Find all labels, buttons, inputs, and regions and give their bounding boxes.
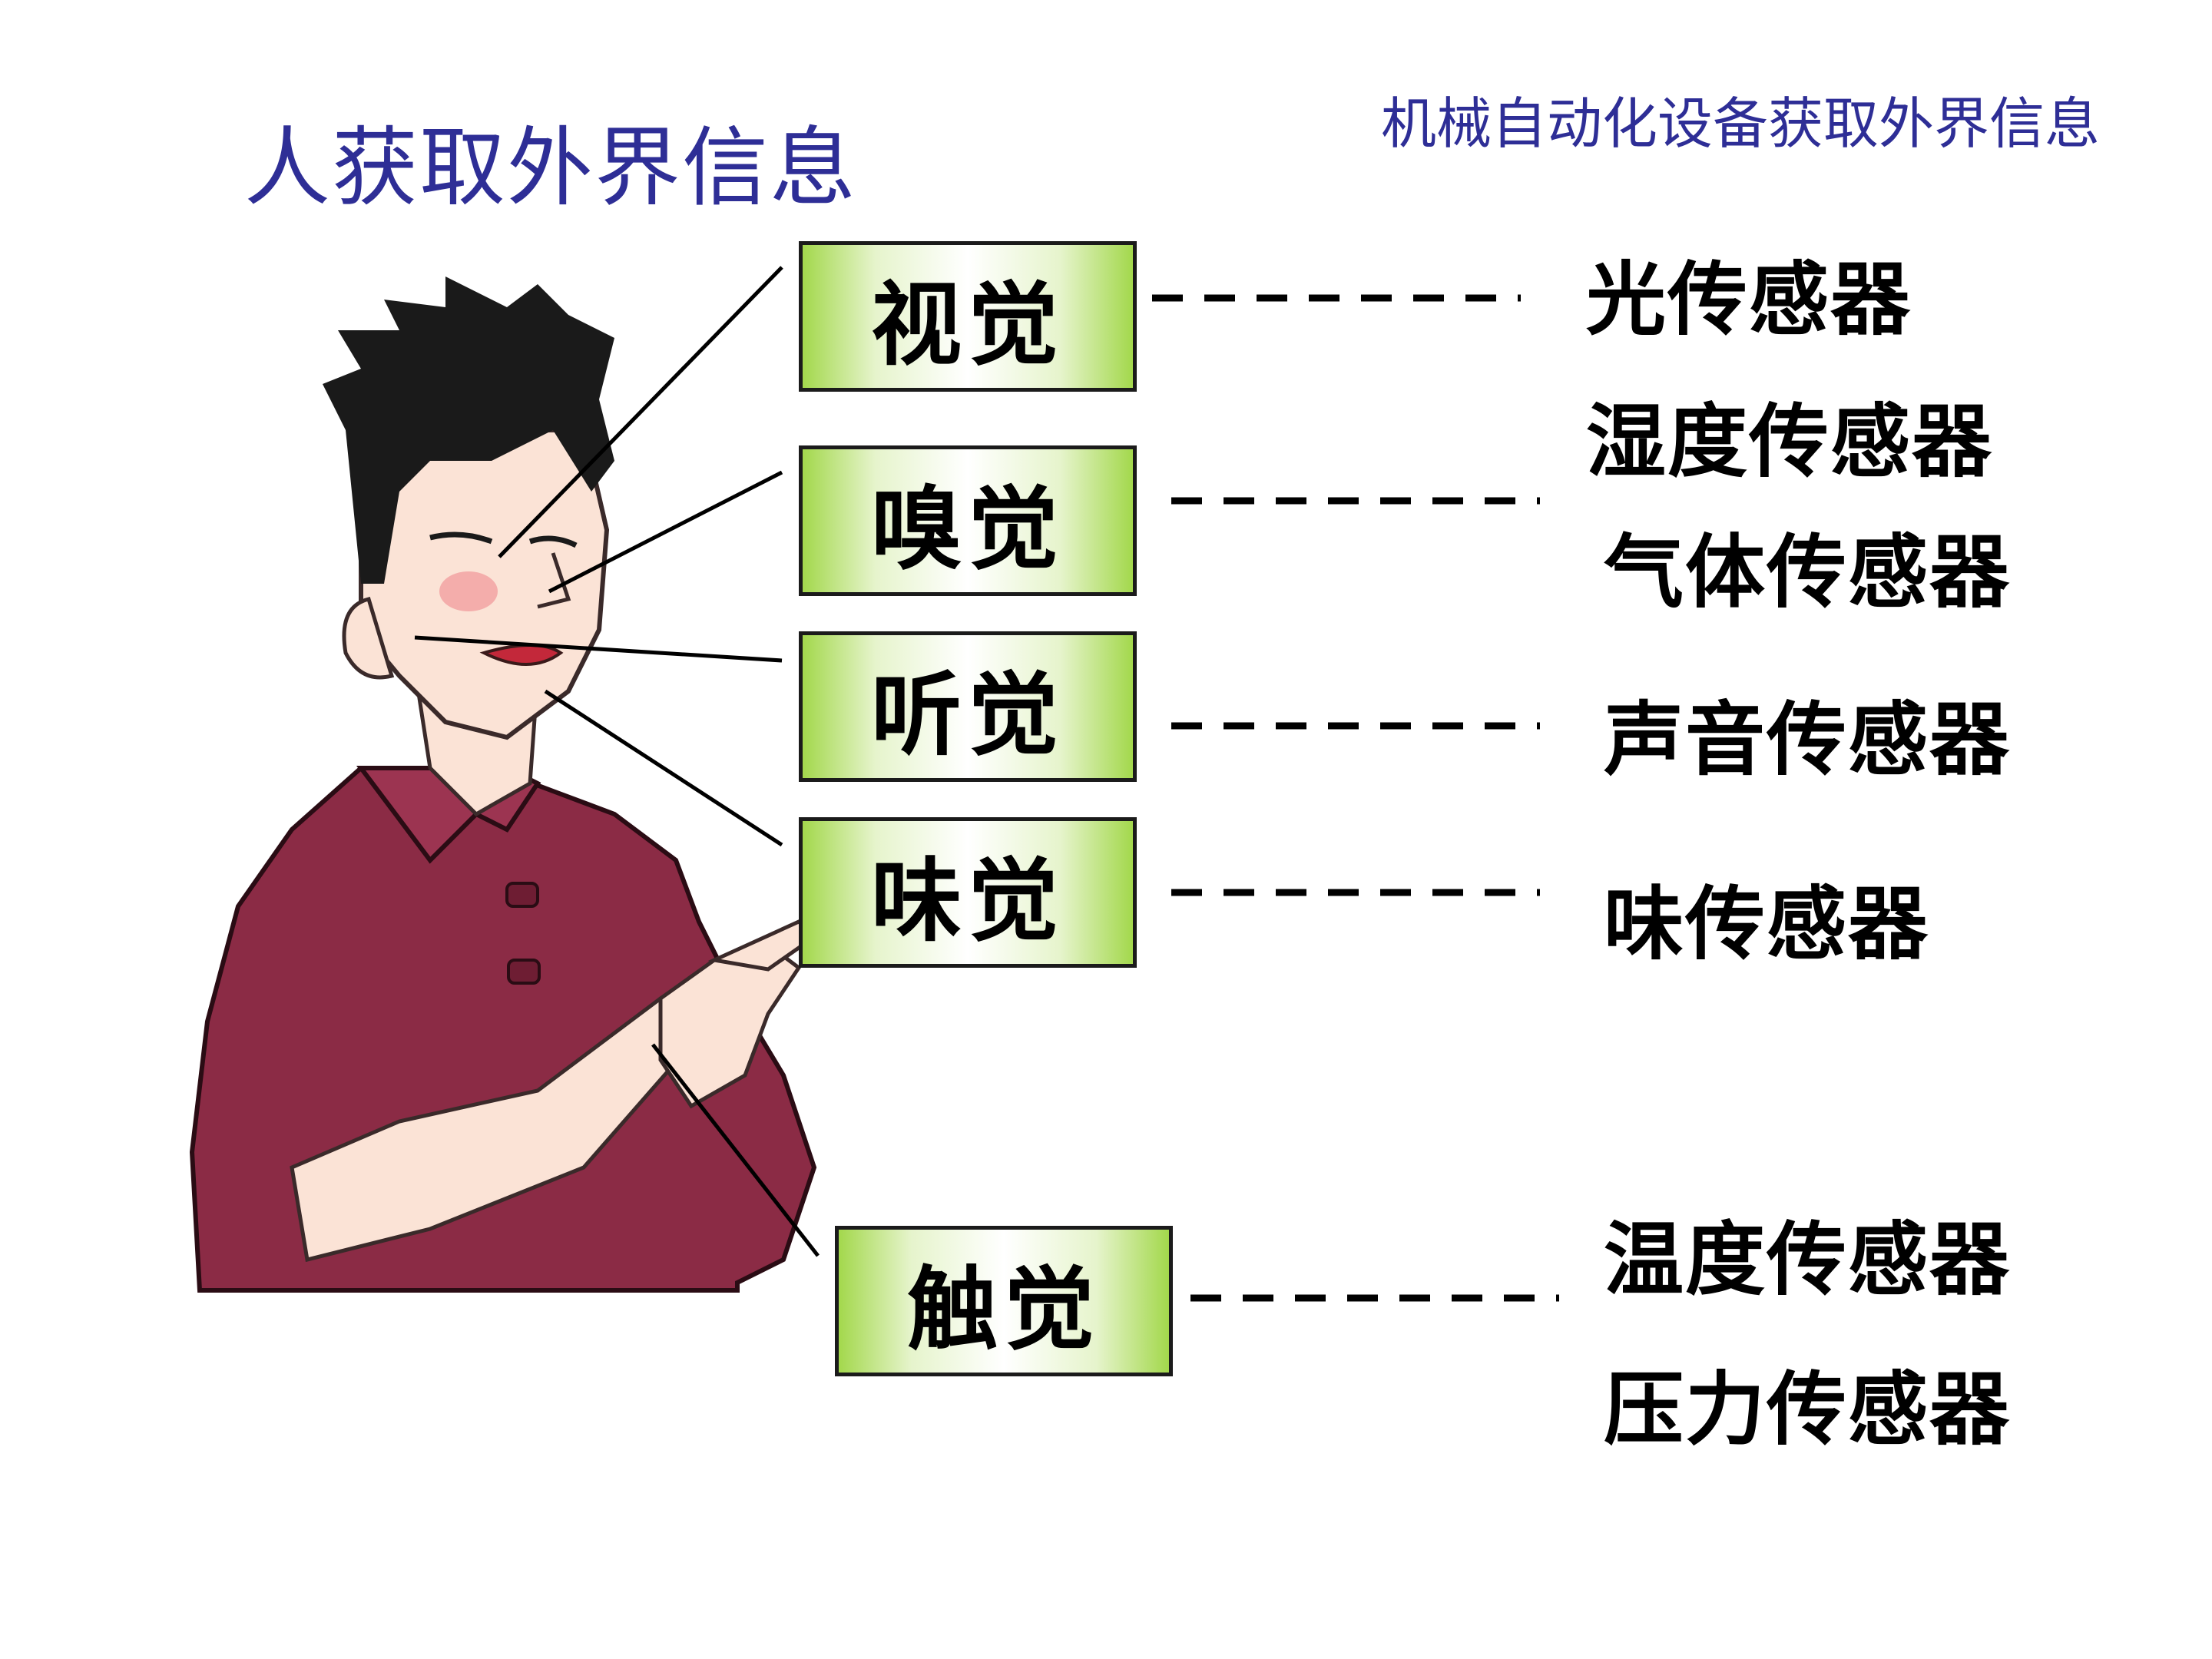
connector-taste	[544, 689, 783, 847]
human-title: 人获取外界信息	[244, 118, 857, 218]
hair	[323, 276, 614, 584]
shirt-button	[505, 882, 539, 908]
dashed-links	[1152, 294, 1559, 1302]
eye-left	[429, 531, 493, 545]
connector-smell	[548, 470, 783, 594]
shirt-button	[507, 959, 541, 985]
cheek-blush	[439, 571, 498, 611]
connector-lines	[414, 266, 820, 1257]
machine-title: 机械自动化设备获取外界信息	[1381, 91, 2101, 156]
sense-box-taste: 味觉	[799, 817, 1137, 968]
sensor-light: 光传感器	[1586, 252, 1912, 346]
sensor-sound: 声音传感器	[1604, 692, 2012, 786]
sensor-pressure: 压力传感器	[1604, 1362, 2012, 1456]
person-illustration	[189, 276, 817, 1293]
sense-box-smell: 嗅觉	[799, 445, 1137, 596]
sense-box-hearing: 听觉	[799, 631, 1137, 782]
sensor-gas: 气体传感器	[1604, 525, 2012, 619]
sensor-taste: 味传感器	[1604, 876, 1930, 971]
connector-sight	[498, 266, 783, 558]
mouth	[479, 644, 564, 666]
sensor-temperature: 温度传感器	[1604, 1212, 2012, 1306]
connector-touch	[651, 1043, 820, 1257]
nose	[537, 552, 571, 609]
sense-box-sight: 视觉	[799, 241, 1137, 392]
ear	[342, 596, 395, 680]
sense-box-touch: 触觉	[835, 1226, 1173, 1376]
eye-right	[528, 535, 578, 548]
connector-hearing	[414, 635, 783, 663]
sensor-humidity: 湿度传感器	[1586, 394, 1994, 488]
